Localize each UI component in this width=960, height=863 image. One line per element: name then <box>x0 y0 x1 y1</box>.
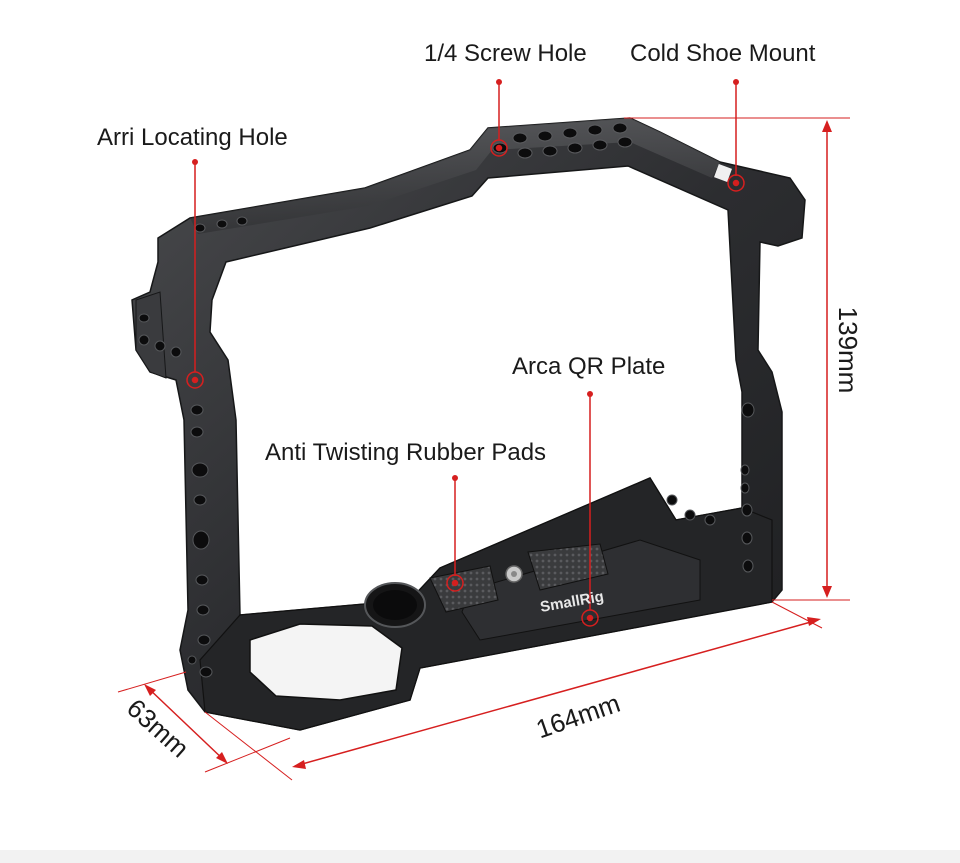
label-arca-qr-plate: Arca QR Plate <box>512 353 666 380</box>
footer-band <box>0 850 960 863</box>
label-screw-hole: 1/4 Screw Hole <box>424 40 587 67</box>
callout-lines <box>194 82 737 610</box>
label-arri-locating-hole: Arri Locating Hole <box>97 124 288 151</box>
dimension-height: 139mm <box>833 306 863 394</box>
right-side-holes <box>666 402 755 573</box>
callout-dots <box>192 79 739 481</box>
callout-target-rings <box>186 139 745 627</box>
label-anti-twisting-rubber-pads: Anti Twisting Rubber Pads <box>265 439 547 466</box>
label-cold-shoe-mount: Cold Shoe Mount <box>630 40 816 67</box>
cage-frame <box>131 117 806 731</box>
dimension-lines <box>117 117 850 781</box>
left-side-holes <box>138 313 213 678</box>
